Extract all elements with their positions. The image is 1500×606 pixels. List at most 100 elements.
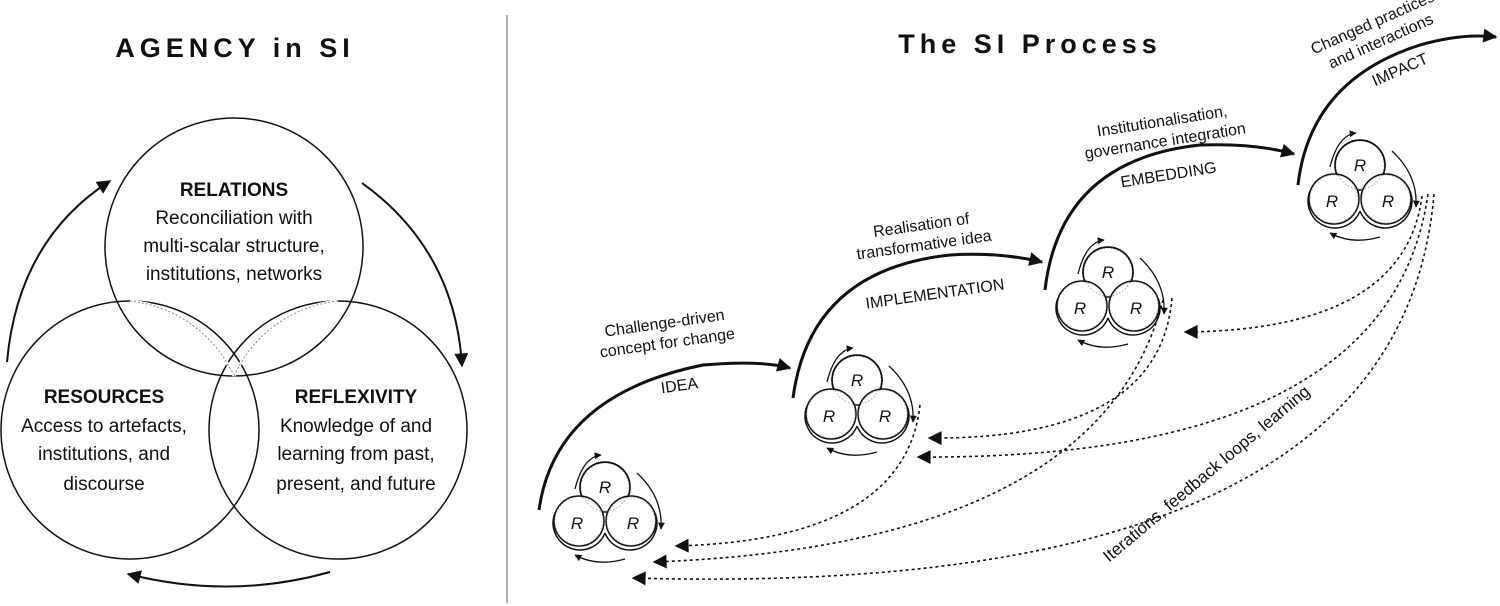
r-cluster-outline	[1307, 190, 1361, 229]
stage-label-embedding: Institutionalisation, governance integra…	[1084, 103, 1247, 191]
r-letter: R	[1074, 299, 1086, 318]
r-cluster-overlap	[806, 389, 856, 439]
implementation-arrow	[791, 252, 1044, 399]
agency-cycle-arrows	[6, 180, 469, 588]
relations-text: RELATIONS Reconciliation with multi-scal…	[143, 180, 325, 285]
resources-text: RESOURCES Access to artefacts, instituti…	[21, 387, 187, 495]
r-cycle-arrow	[574, 554, 626, 563]
r-cluster-overlap	[580, 462, 630, 512]
r-cluster-circle	[1108, 280, 1160, 332]
r-cluster-circle	[605, 495, 657, 547]
stage-label-implementation: Realisation of transformative idea IMPLE…	[856, 211, 1006, 313]
r-cluster-outline	[1107, 297, 1161, 336]
r-cluster-overlap	[858, 389, 908, 439]
impact-arrow	[1296, 28, 1498, 186]
stage-label-idea: Challenge-driven concept for change IDEA	[599, 307, 736, 397]
reflexivity-text: REFLEXIVITY Knowledge of and learning fr…	[276, 387, 436, 495]
r-cycle-arrow	[826, 345, 854, 383]
r-cluster-circle	[857, 388, 909, 440]
r-letter: R	[571, 514, 583, 533]
agency-title: AGENCY in SI	[115, 33, 355, 63]
feedback-loops	[631, 193, 1435, 586]
r-letter: R	[879, 407, 891, 426]
r-cluster-overlap	[1083, 247, 1133, 297]
stage-name: EMBEDDING	[1119, 159, 1217, 191]
r-letter: R	[1354, 156, 1366, 175]
resources-heading: RESOURCES	[44, 387, 164, 408]
relations-line: multi-scalar structure,	[143, 236, 325, 257]
r-cycle-arrow	[1077, 339, 1129, 348]
r-cluster-outline	[804, 405, 858, 444]
cycle-arrow-top-right	[361, 182, 469, 368]
r-cluster-outline	[1055, 297, 1109, 336]
stage-label-impact: Changed practices and interactions IMPAC…	[1308, 0, 1437, 90]
r-cycle-arrow	[1077, 237, 1105, 275]
idea-arrow	[537, 357, 792, 511]
r-letter: R	[1326, 192, 1338, 211]
r-cluster-outline	[856, 405, 910, 444]
r-letter: R	[823, 407, 835, 426]
embedding-arrow	[1043, 143, 1296, 291]
feedback-loop	[631, 193, 1435, 586]
r-cluster-circle	[1360, 173, 1412, 225]
r-cycle-arrow	[574, 452, 602, 490]
r-cluster-outline	[552, 512, 606, 551]
r-cycle-arrow	[1139, 257, 1168, 315]
r-letter: R	[1130, 299, 1142, 318]
r-cluster-outline	[1359, 190, 1413, 229]
r-letter: R	[1382, 192, 1394, 211]
r-letter: R	[851, 371, 863, 390]
stage-arrows	[537, 28, 1498, 511]
r-cycle-arrow	[826, 447, 878, 456]
feedback-loop	[1183, 195, 1423, 339]
r-cluster-circle	[553, 495, 605, 547]
r-cycle-arrow	[1329, 232, 1381, 241]
relations-heading: RELATIONS	[180, 180, 288, 201]
feedback-loop	[652, 299, 1164, 569]
r-cluster-outline	[579, 461, 631, 498]
si-process-title: The SI Process	[898, 29, 1162, 59]
resources-line: discourse	[63, 474, 144, 495]
r-cluster-circle	[805, 388, 857, 440]
r-cluster-overlap	[606, 496, 656, 546]
r-cluster-circle	[1308, 173, 1360, 225]
r-letter: R	[599, 478, 611, 497]
reflexivity-line: Knowledge of and	[280, 416, 432, 437]
r-cluster-overlap	[1361, 174, 1411, 224]
r-letter: R	[1102, 263, 1114, 282]
r-cycle-arrow	[888, 365, 917, 423]
reflexivity-heading: REFLEXIVITY	[295, 387, 418, 408]
resources-line: institutions, and	[38, 444, 170, 465]
r-cluster-overlap	[1335, 140, 1385, 190]
feedback-label: Iterations, feedback loops, learning	[1099, 382, 1313, 566]
r-cluster-circle	[1056, 280, 1108, 332]
r-cluster-outline	[1082, 246, 1134, 283]
r-letter: R	[627, 514, 639, 533]
r-cluster-overlap	[1109, 281, 1159, 331]
cycle-arrow-bottom	[126, 570, 331, 588]
agency-venn	[0, 117, 468, 560]
r-cluster-overlap	[1309, 174, 1359, 224]
r-cycle-arrow	[1329, 130, 1357, 168]
relations-line: Reconciliation with	[155, 208, 312, 229]
r-cluster-outline	[831, 354, 883, 391]
reflexivity-line: present, and future	[276, 474, 436, 495]
feedback-loop	[674, 404, 921, 553]
r-cycle-arrow	[1391, 150, 1420, 208]
stage-name: IMPLEMENTATION	[865, 276, 1006, 312]
r-cluster-outline	[1334, 139, 1386, 176]
r-cluster-overlap	[554, 496, 604, 546]
reflexivity-line: learning from past,	[277, 444, 434, 465]
resources-line: Access to artefacts,	[21, 416, 187, 437]
stage-name: IDEA	[660, 375, 700, 397]
r-cycle-arrow	[636, 472, 665, 530]
stage-name: IMPACT	[1370, 50, 1431, 90]
feedback-loop	[916, 193, 1429, 465]
relations-line: institutions, networks	[146, 264, 322, 285]
